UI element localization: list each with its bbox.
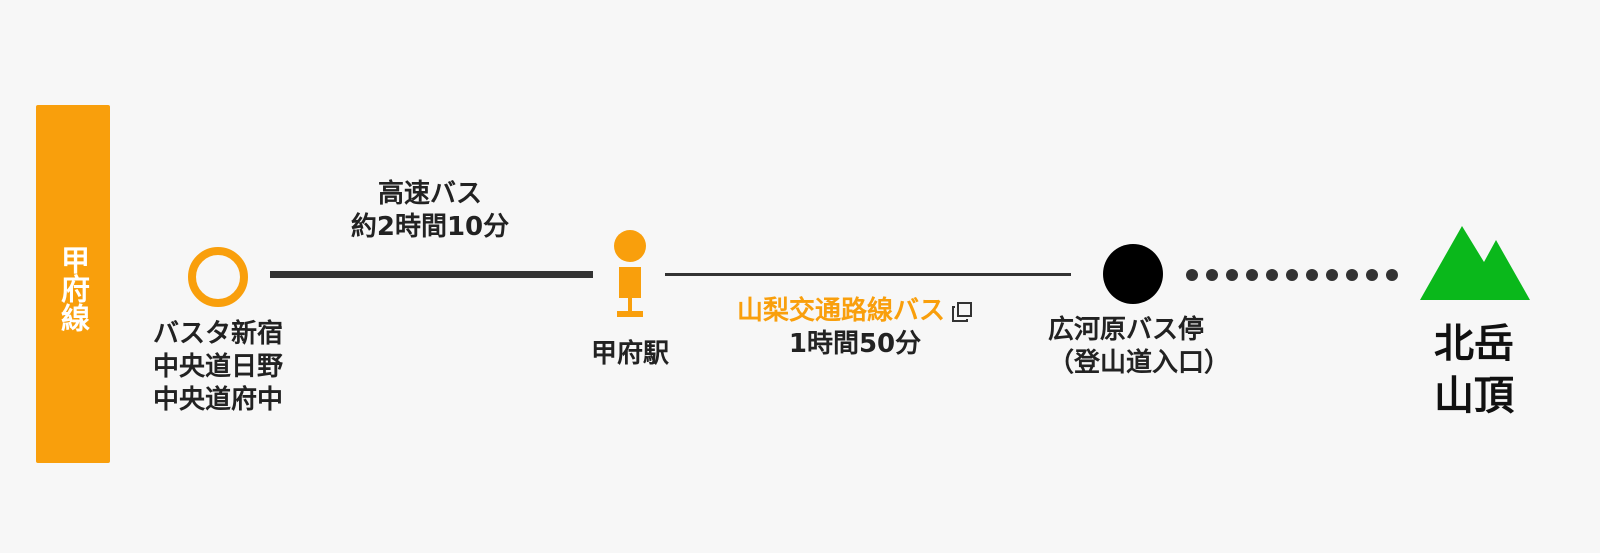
start-stop-line-2: 中央道日野 [153, 352, 284, 382]
start-stop-ring-marker [188, 247, 248, 307]
mountain-icon [1420, 226, 1530, 300]
line-badge-label: 甲府線 [56, 244, 91, 332]
summit-line-2: 山頂 [1434, 373, 1514, 419]
start-stop-line-1: バスタ新宿 [153, 319, 284, 349]
hirogawara-line-2: （登山道入口） [1048, 348, 1231, 378]
yamanashi-bus-route-line [665, 273, 1071, 276]
hirogawara-stop-labels: 広河原バス停 （登山道入口） [1048, 314, 1230, 380]
kofu-station-label: 甲府駅 [591, 339, 670, 369]
hirogawara-stop-marker [1103, 244, 1163, 304]
highway-bus-name: 高速バス [377, 179, 482, 209]
highway-bus-route-line [270, 271, 593, 278]
start-stop-line-3: 中央道府中 [153, 385, 284, 415]
yamanashi-bus-label: 山梨交通路線バス 1時間50分 [720, 295, 990, 361]
start-stop-labels: バスタ新宿 中央道日野 中央道府中 [153, 318, 283, 417]
kofu-station-marker [614, 230, 646, 317]
yamanashi-bus-duration: 1時間50分 [788, 329, 922, 359]
yamanashi-bus-name[interactable]: 山梨交通路線バス [736, 296, 945, 326]
hirogawara-line-1: 広河原バス停 [1048, 315, 1205, 345]
external-link-icon[interactable] [951, 301, 973, 323]
summit-line-1: 北岳 [1434, 321, 1514, 367]
trail-dots [1186, 269, 1398, 281]
line-badge [36, 105, 110, 463]
yamanashi-bus-link[interactable]: 山梨交通路線バス [720, 295, 990, 328]
summit-labels: 北岳 山頂 [1414, 318, 1534, 422]
highway-bus-duration: 約2時間10分 [350, 212, 510, 242]
highway-bus-label: 高速バス 約2時間10分 [330, 178, 530, 244]
